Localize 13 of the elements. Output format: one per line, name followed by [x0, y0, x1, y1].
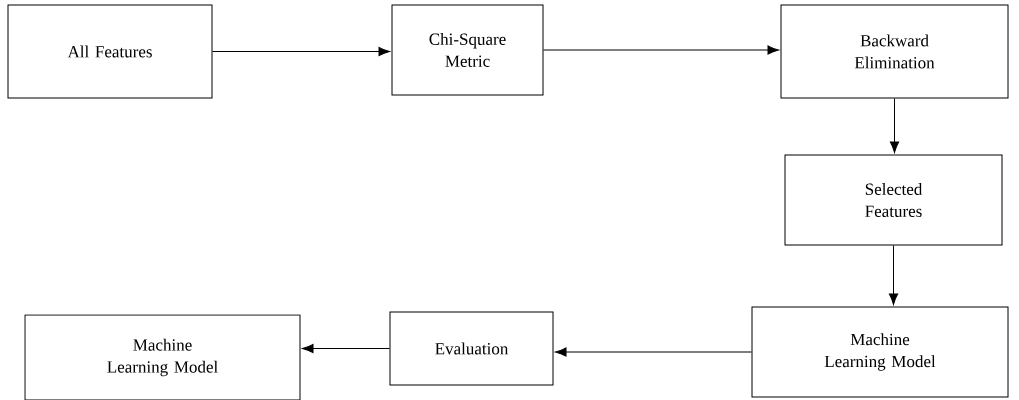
process-box: All Features — [7, 4, 213, 99]
arrow — [889, 98, 900, 153]
process-box: Machine Learning Model — [751, 306, 1009, 398]
arrow — [888, 245, 899, 305]
process-box: Chi-Square Metric — [391, 4, 544, 96]
process-box: Machine Learning Model — [24, 314, 301, 400]
process-box: Evaluation — [389, 311, 554, 386]
arrow — [302, 343, 390, 354]
arrow — [543, 45, 779, 55]
process-box: Backward Elimination — [780, 4, 1009, 99]
process-box: Selected Features — [784, 154, 1003, 246]
arrow — [212, 46, 390, 57]
arrow — [555, 347, 752, 357]
